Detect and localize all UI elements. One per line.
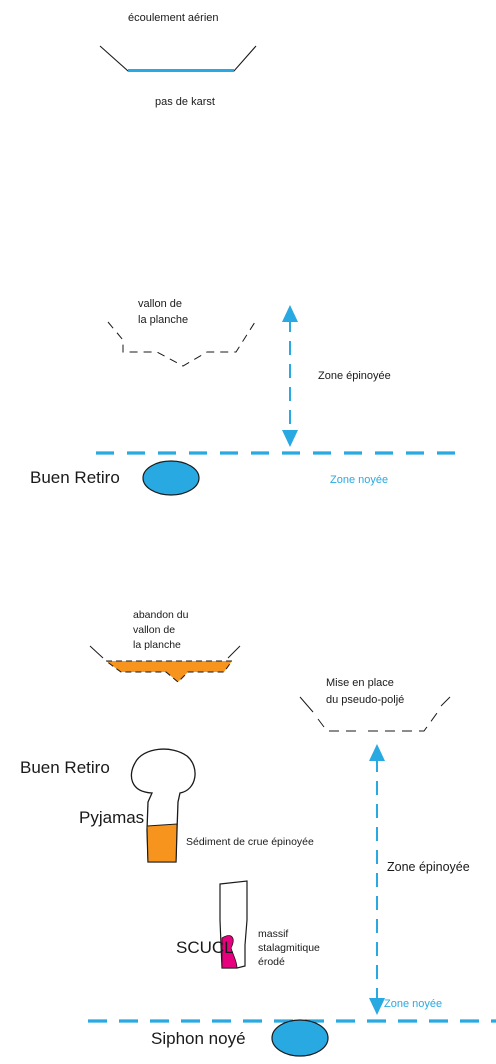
label-scucl: SCUCL xyxy=(176,938,234,957)
label-abandon-line3: la planche xyxy=(133,639,181,651)
arrow-head-up xyxy=(282,305,298,322)
label-zone-noyee-2: Zone noyée xyxy=(384,998,443,1010)
label-vallon-line1: vallon de xyxy=(138,298,183,310)
buen-retiro-flooded-gallery xyxy=(142,460,200,496)
label-pyjamas: Pyjamas xyxy=(79,808,145,827)
label-abandon-line1: abandon du xyxy=(133,609,189,621)
valley-profile xyxy=(99,45,257,72)
label-siphon-noye: Siphon noyé xyxy=(151,1029,246,1048)
label-ecoulement-aerien: écoulement aérien xyxy=(128,12,219,24)
label-zone-epinoyee-1: Zone épinoyée xyxy=(318,370,391,382)
dashed-valley-profile xyxy=(107,321,256,367)
label-pas-de-karst: pas de karst xyxy=(155,96,215,108)
arrow-head-down xyxy=(369,998,385,1015)
label-zone-noyee-1: Zone noyée xyxy=(330,474,389,486)
label-buen-retiro-1: Buen Retiro xyxy=(30,468,120,487)
label-massif-line2: stalagmitique xyxy=(258,942,320,954)
abandoned-valley-fill xyxy=(104,660,233,683)
flooded-sump xyxy=(271,1019,329,1057)
panel3-abandoned-valley xyxy=(89,645,241,683)
arrow-head-up xyxy=(369,744,385,761)
buen-retiro-pyjamas-gallery xyxy=(130,748,196,863)
panel3-epinoyee-arrow xyxy=(369,744,385,1015)
label-vallon-line2: la planche xyxy=(138,314,189,326)
panel3-polje-dashed xyxy=(299,696,451,732)
flood-sediment-fill xyxy=(146,823,178,863)
label-massif-line1: massif xyxy=(258,928,289,940)
label-zone-epinoyee-2: Zone épinoyée xyxy=(387,860,470,874)
label-pseudo-polje: du pseudo-poljé xyxy=(326,694,405,706)
label-mise-en-place: Mise en place xyxy=(326,677,394,689)
label-massif-line3: érodé xyxy=(258,956,285,968)
label-abandon-line2: vallon de xyxy=(133,624,176,636)
label-sediment-crue: Sédiment de crue épinoyée xyxy=(186,836,314,848)
arrow-head-down xyxy=(282,430,298,447)
panel2-valley-dashed xyxy=(107,321,256,367)
label-buen-retiro-2: Buen Retiro xyxy=(20,758,110,777)
panel1-valley xyxy=(99,45,257,72)
eroded-stalagmitic-mass xyxy=(221,935,238,969)
scucl-gallery xyxy=(219,880,248,969)
panel2-epinoyee-arrow xyxy=(282,305,298,447)
